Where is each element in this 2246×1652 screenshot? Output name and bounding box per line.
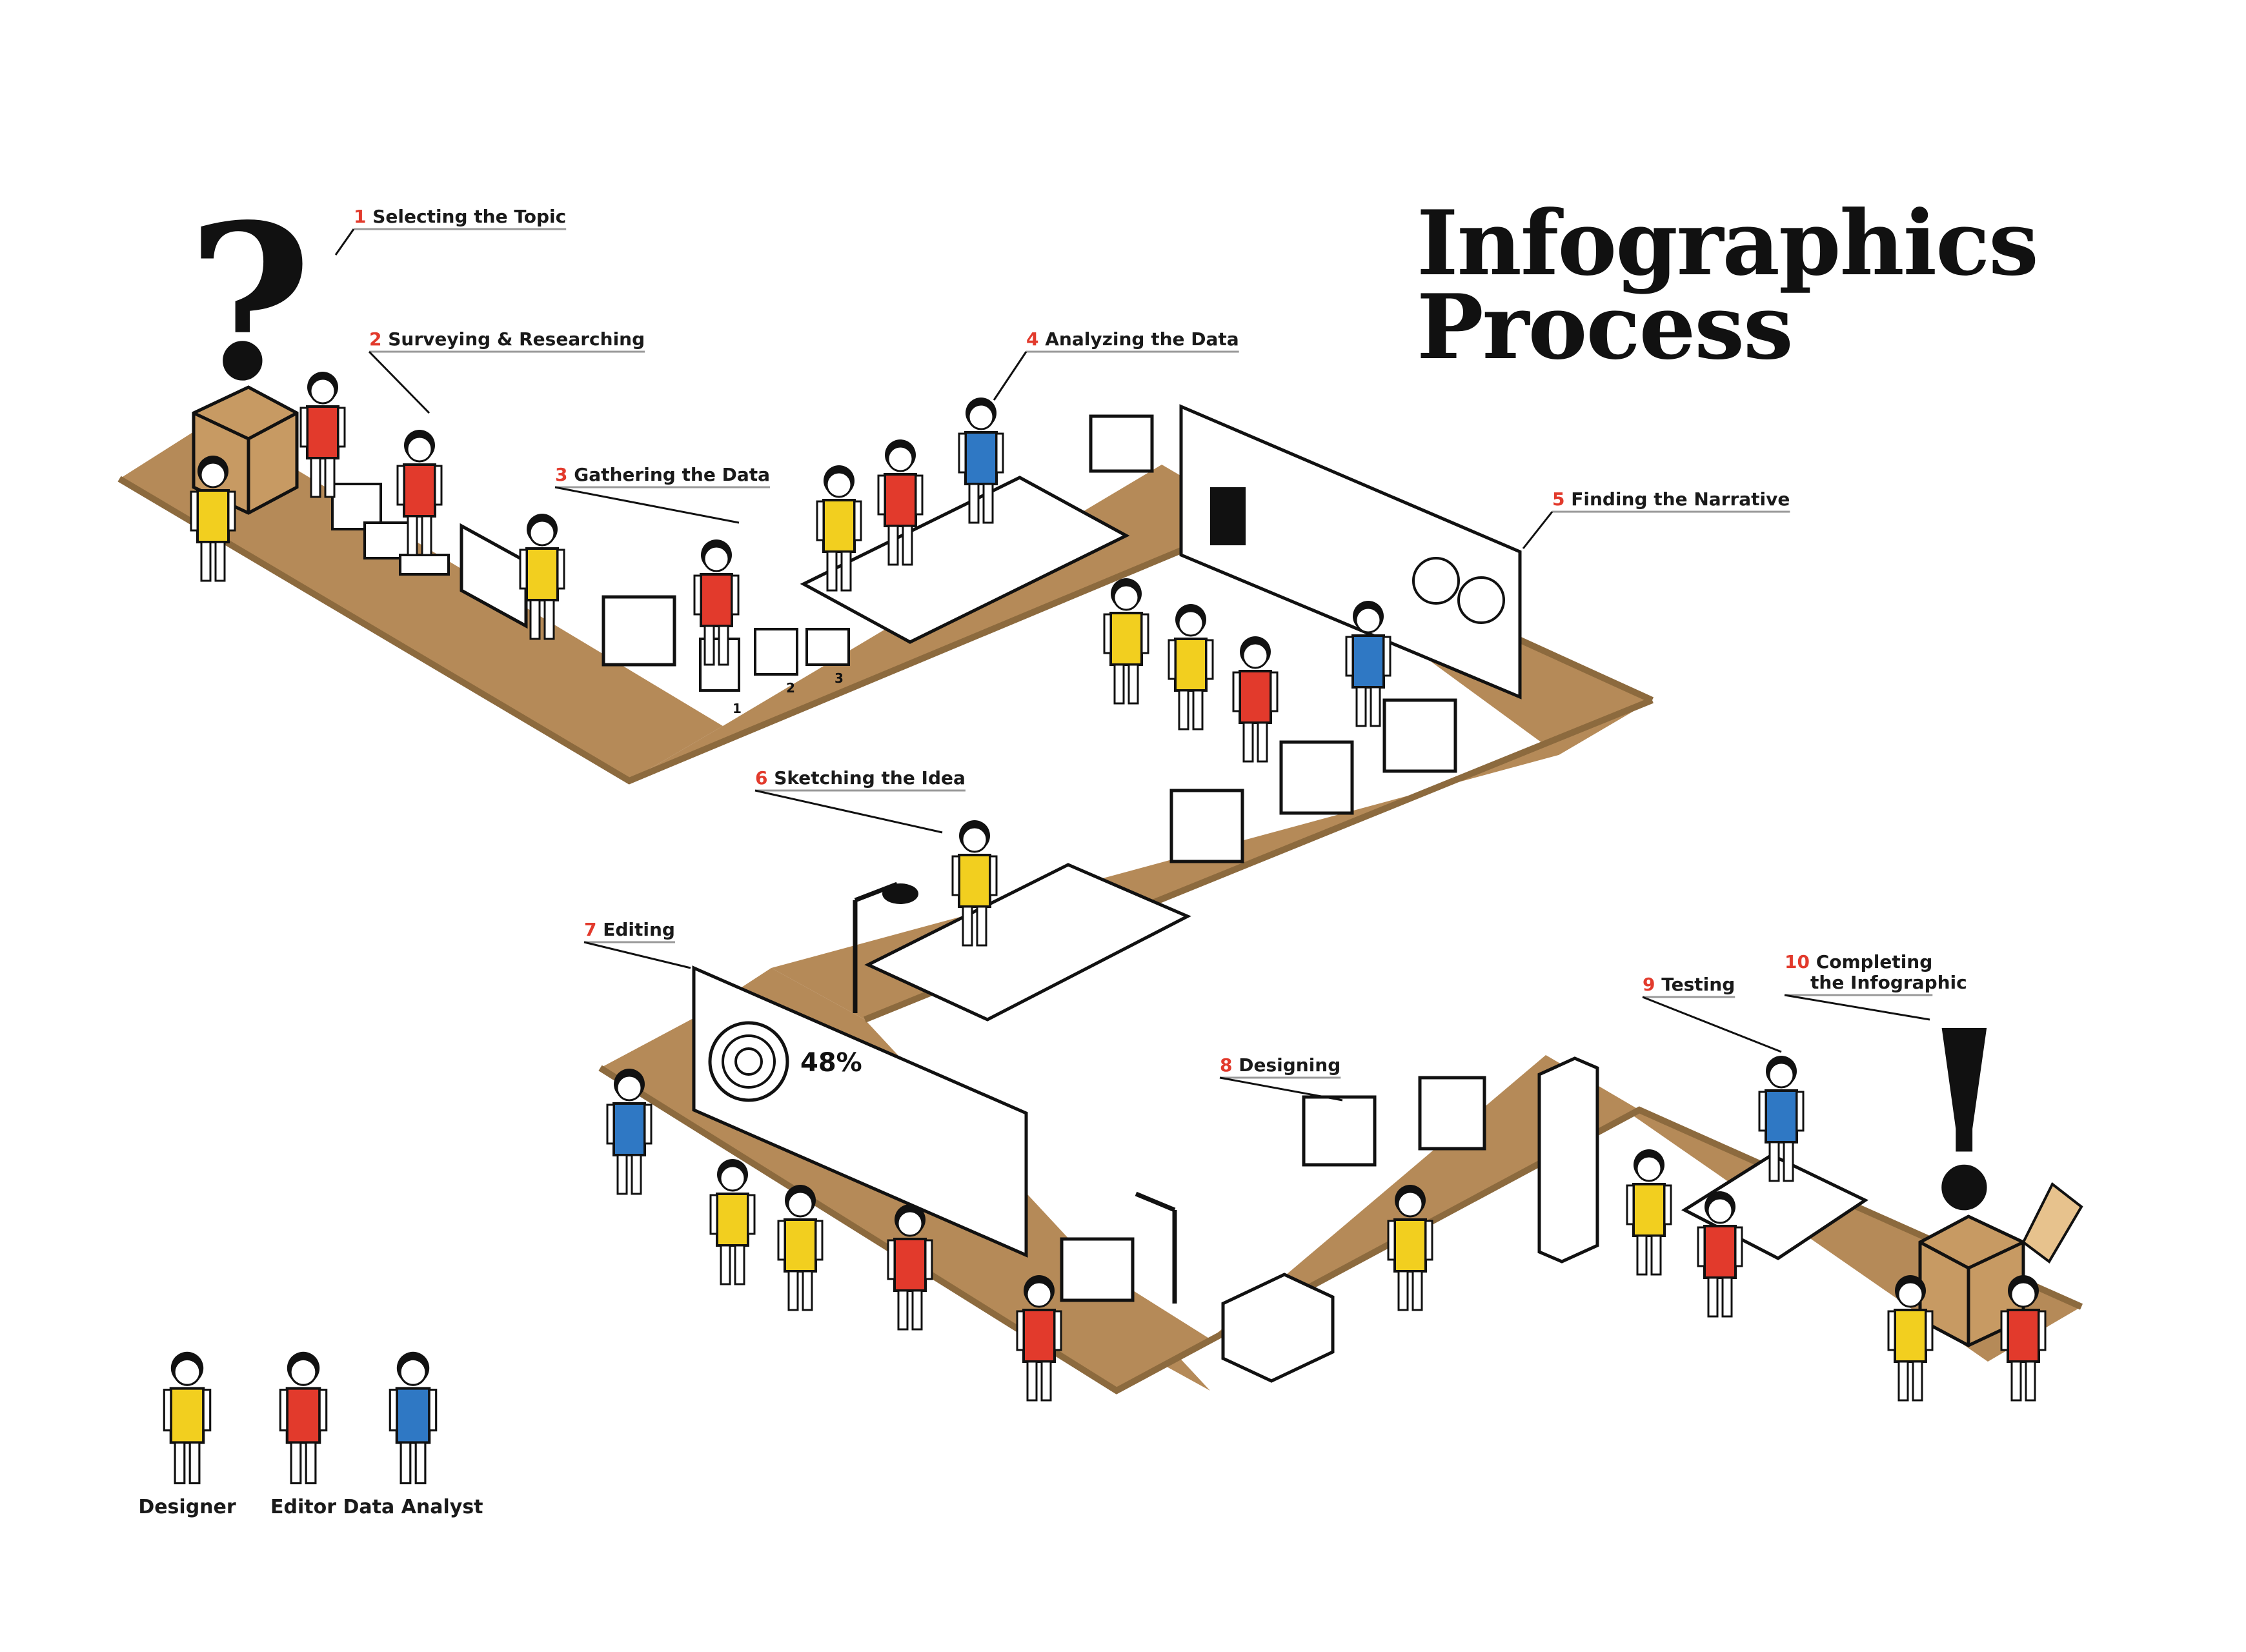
step-1-text: 1 Selecting the Topic (354, 206, 566, 227)
sketch-table (864, 863, 1191, 1022)
editing-board: 48% (692, 965, 1028, 1258)
title-line-1: Infographics (1417, 190, 2038, 296)
step-5-label: 5 Finding the Narrative (1522, 489, 1790, 549)
step-title: Designing (1239, 1054, 1341, 1076)
step-title: Selecting the Topic (372, 206, 566, 227)
floor-segment-7 (1117, 1055, 1639, 1391)
person-editor-2 (299, 372, 346, 498)
person-designer-9 (1103, 578, 1149, 705)
person-designer-13 (951, 820, 998, 947)
legend-item-editor: Editor (270, 1351, 336, 1518)
step-title: Gathering the Data (574, 464, 770, 485)
legend-item-analyst: Data Analyst (343, 1351, 483, 1518)
step-4-label: 4 Analyzing the Data (993, 328, 1239, 401)
person-editor-17 (887, 1204, 933, 1331)
step-2-label: 2 Surveying & Researching (368, 328, 645, 414)
person-designer-10 (1168, 604, 1214, 730)
desk-lamp-icon (853, 881, 1177, 1304)
stack-tag-2: 2 (786, 680, 795, 696)
step-title: Completing (1816, 951, 1933, 972)
person-editor-18 (1016, 1275, 1062, 1402)
narrative-board (1179, 404, 1522, 700)
step-10-text: 10 Completing (1785, 951, 1932, 972)
step-3-label: 3 Gathering the Data (554, 464, 771, 524)
step-title: Surveying & Researching (388, 328, 645, 350)
step-8-label: 8 Designing (1219, 1054, 1343, 1102)
legend-label-designer: Designer (138, 1496, 236, 1518)
legend-label-editor: Editor (270, 1496, 336, 1518)
person-designer-19 (1387, 1185, 1433, 1311)
step-8-text: 8 Designing (1220, 1054, 1341, 1076)
person-designer-6 (816, 465, 862, 592)
person-editor-22 (1697, 1191, 1743, 1318)
legend-label-analyst: Data Analyst (343, 1496, 483, 1518)
step-title: Analyzing the Data (1045, 328, 1239, 350)
step-1-label: 1 Selecting the Topic (334, 206, 567, 256)
person-editor-5 (693, 539, 740, 666)
person-designer-1 (190, 456, 236, 582)
step-7-text: 7 Editing (584, 919, 675, 940)
step-9-text: 9 Testing (1643, 974, 1735, 995)
step-5-text: 5 Finding the Narrative (1552, 489, 1790, 510)
editing-percent: 48% (800, 1048, 862, 1078)
step-number: 5 (1552, 489, 1571, 510)
step-2-text: 2 Surveying & Researching (369, 328, 645, 350)
exclamation-mark-glyph: ! (1910, 976, 2018, 1265)
legend-figure-analyst (389, 1351, 438, 1485)
step-title: Editing (603, 919, 675, 940)
person-designer-21 (1626, 1149, 1672, 1276)
step-number: 2 (369, 328, 388, 350)
step-6-label: 6 Sketching the Idea (754, 767, 966, 834)
person-designer-4 (519, 514, 565, 640)
person-analyst-20 (1758, 1056, 1805, 1182)
step-number: 10 (1785, 951, 1816, 972)
step-9-label: 9 Testing (1642, 974, 1782, 1053)
filing-cabinet (1221, 1056, 1599, 1383)
step-labels: 1 Selecting the Topic 2 Surveying & Resea… (334, 206, 1967, 1102)
person-analyst-14 (606, 1069, 653, 1195)
legend-item-designer: Designer (138, 1351, 236, 1518)
legend-figure-editor (279, 1351, 328, 1485)
monitor-icon (460, 414, 1486, 1302)
step-3-text: 3 Gathering the Data (555, 464, 770, 485)
exclamation-mark-icon: ! (1910, 976, 2018, 1265)
legend: Designer Editor Data Analyst (138, 1351, 483, 1518)
step-title: Finding the Narrative (1571, 489, 1790, 510)
person-editor-7 (877, 439, 924, 566)
stack-tag-3: 3 (835, 670, 844, 686)
analysis-table (800, 476, 1130, 644)
people-layer (190, 372, 2047, 1402)
person-analyst-8 (958, 398, 1004, 524)
person-designer-15 (709, 1159, 756, 1285)
step-number: 1 (354, 206, 372, 227)
step-title: Testing (1661, 974, 1735, 995)
person-editor-11 (1232, 636, 1279, 763)
step-title: Sketching the Idea (774, 767, 966, 789)
floor-edge-bottom (598, 1065, 2083, 1395)
step-4-text: 4 Analyzing the Data (1026, 328, 1239, 350)
person-designer-23 (1887, 1275, 1934, 1402)
legend-figure-designer (163, 1351, 212, 1485)
stack-tag-1: 1 (733, 701, 742, 716)
title-line-2: Process (1417, 274, 1792, 379)
step-number: 8 (1220, 1054, 1239, 1076)
step-number: 9 (1643, 974, 1661, 995)
step-10-text-line2: the Infographic (1810, 972, 1967, 993)
floor-segment-1 (119, 419, 723, 781)
step-6-text: 6 Sketching the Idea (755, 767, 966, 789)
step-7-label: 7 Editing (583, 919, 691, 969)
step-number: 3 (555, 464, 574, 485)
person-designer-16 (777, 1185, 824, 1311)
step-number: 4 (1026, 328, 1045, 350)
person-analyst-12 (1345, 601, 1391, 727)
step-number: 6 (755, 767, 774, 789)
step-number: 7 (584, 919, 603, 940)
person-editor-3 (396, 430, 443, 556)
person-editor-24 (2000, 1275, 2047, 1402)
